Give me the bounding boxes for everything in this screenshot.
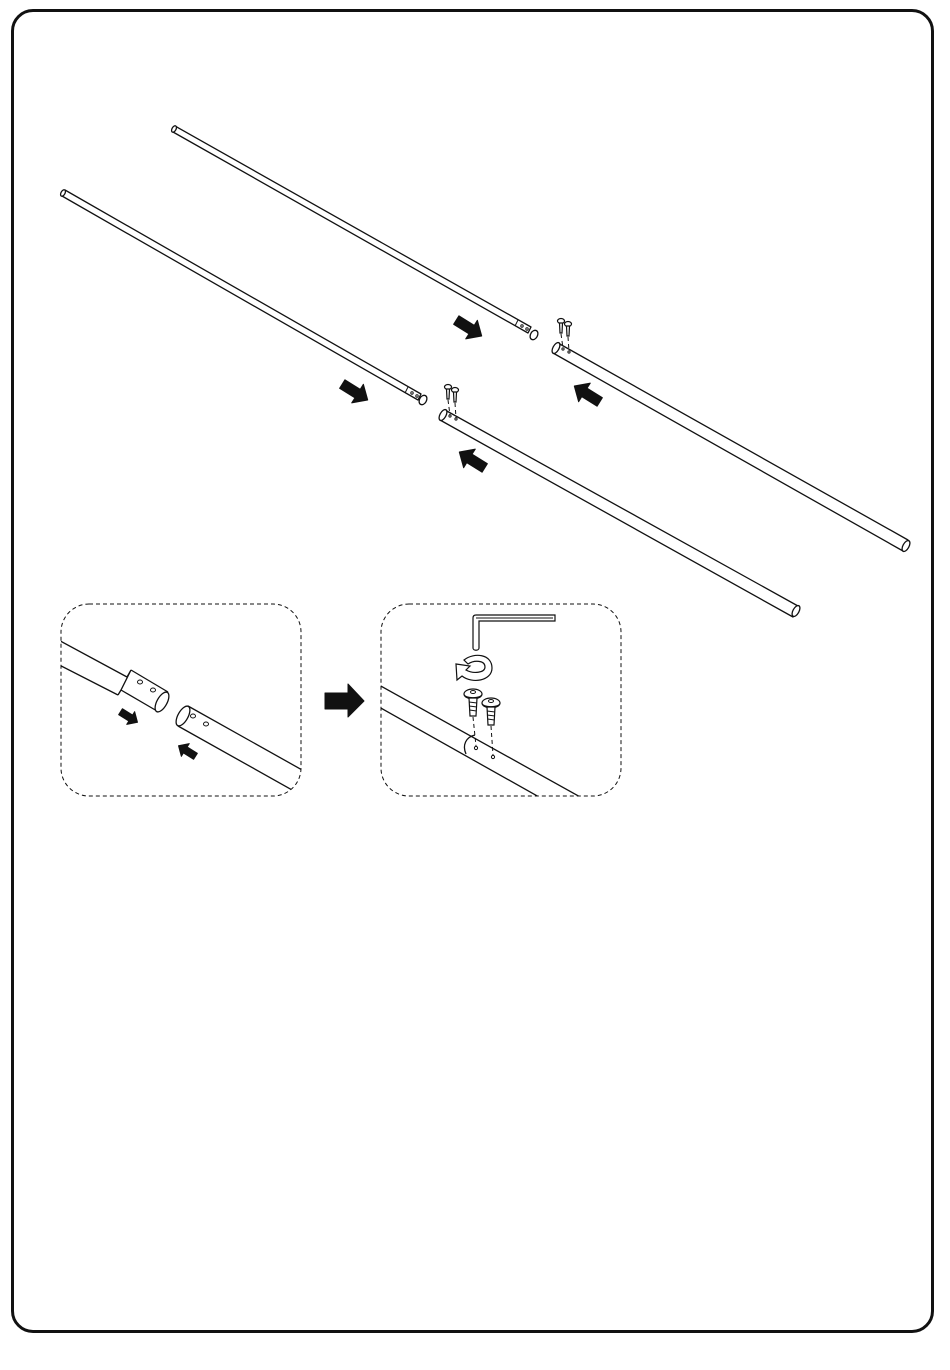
rod-lower-right — [437, 408, 801, 617]
rotate-arrow-icon — [456, 655, 492, 680]
next-step-arrow-icon — [325, 684, 364, 717]
push-arrow-icon — [117, 705, 142, 728]
push-arrow-icon — [175, 739, 200, 762]
hex-key-icon — [473, 615, 555, 650]
push-arrow-icon — [568, 377, 605, 412]
detail-fasten — [370, 604, 621, 820]
rod-lower-left — [60, 189, 429, 406]
detail-insert — [30, 604, 320, 800]
main-view — [60, 125, 912, 618]
rod-upper-right — [550, 341, 911, 552]
detail-insert-border — [61, 604, 301, 796]
push-arrow-icon — [453, 443, 490, 478]
screw-icon — [452, 388, 459, 419]
push-arrow-icon — [450, 311, 487, 346]
screw-icon — [482, 698, 500, 755]
rod-upper-left — [171, 125, 540, 341]
detail-fasten-border — [381, 604, 621, 796]
push-arrow-icon — [336, 375, 373, 410]
